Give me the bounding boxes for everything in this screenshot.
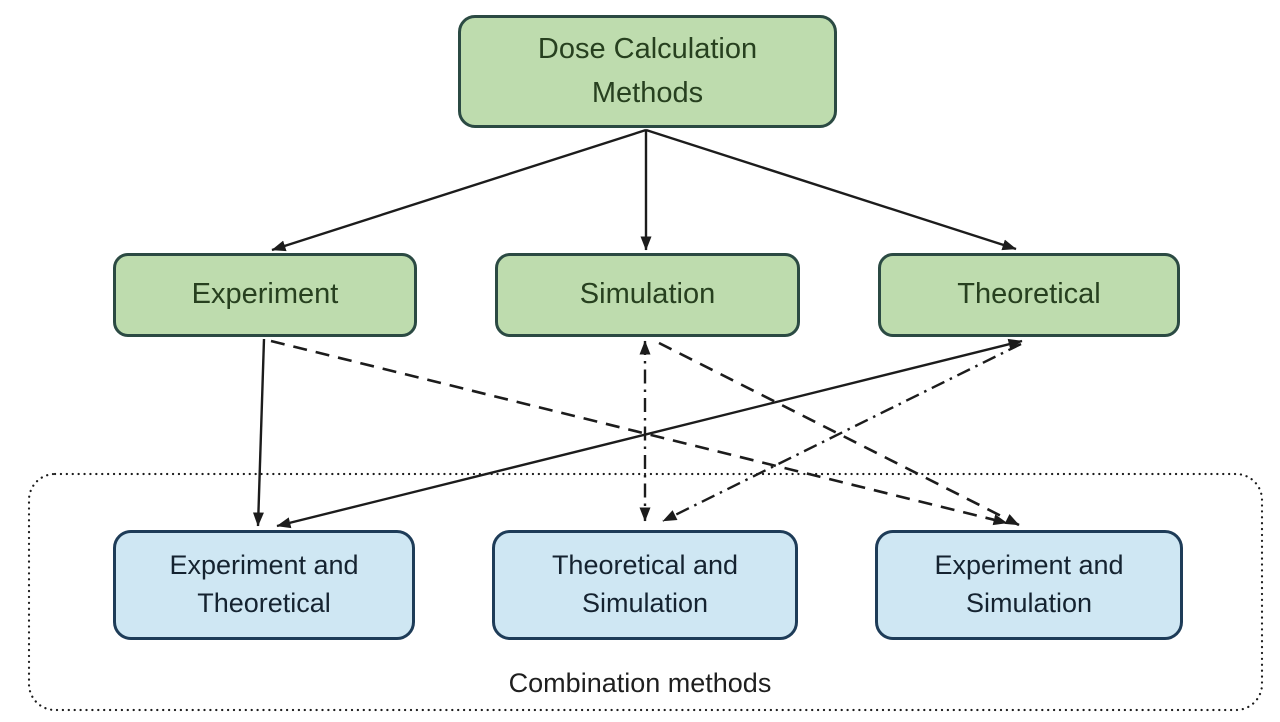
node-theoretical-and-simulation: Theoretical and Simulation	[492, 530, 798, 640]
node-experiment-and-simulation: Experiment and Simulation	[875, 530, 1183, 640]
node-theoretical: Theoretical	[878, 253, 1180, 337]
node-theoretical-label: Theoretical	[957, 278, 1101, 311]
node-simulation: Simulation	[495, 253, 800, 337]
node-experiment-and-simulation-label: Experiment and Simulation	[934, 550, 1124, 618]
combination-group-label: Combination methods	[508, 668, 772, 698]
node-experiment: Experiment	[113, 253, 417, 337]
edge-theoretical-to-experiment-and-theoretical	[276, 338, 1023, 529]
node-experiment-label: Experiment	[191, 278, 339, 311]
edge-experiment-to-experiment-and-simulation	[270, 339, 1008, 526]
node-dose-calculation-methods: Dose Calculation Methods	[458, 15, 837, 128]
edge-theoretical-to-theoretical-and-simulation	[662, 342, 1022, 523]
node-experiment-and-theoretical-label: Experiment and Theoretical	[169, 550, 359, 618]
node-dose-calculation-methods-label: Dose Calculation Methods	[537, 33, 758, 109]
edge-root-to-experiment	[271, 128, 647, 252]
node-theoretical-and-simulation-label: Theoretical and Simulation	[551, 550, 739, 618]
edge-experiment-to-experiment-and-theoretical	[252, 338, 266, 527]
edge-root-to-theoretical	[645, 128, 1017, 251]
node-experiment-and-theoretical: Experiment and Theoretical	[113, 530, 415, 640]
node-simulation-label: Simulation	[579, 278, 716, 311]
